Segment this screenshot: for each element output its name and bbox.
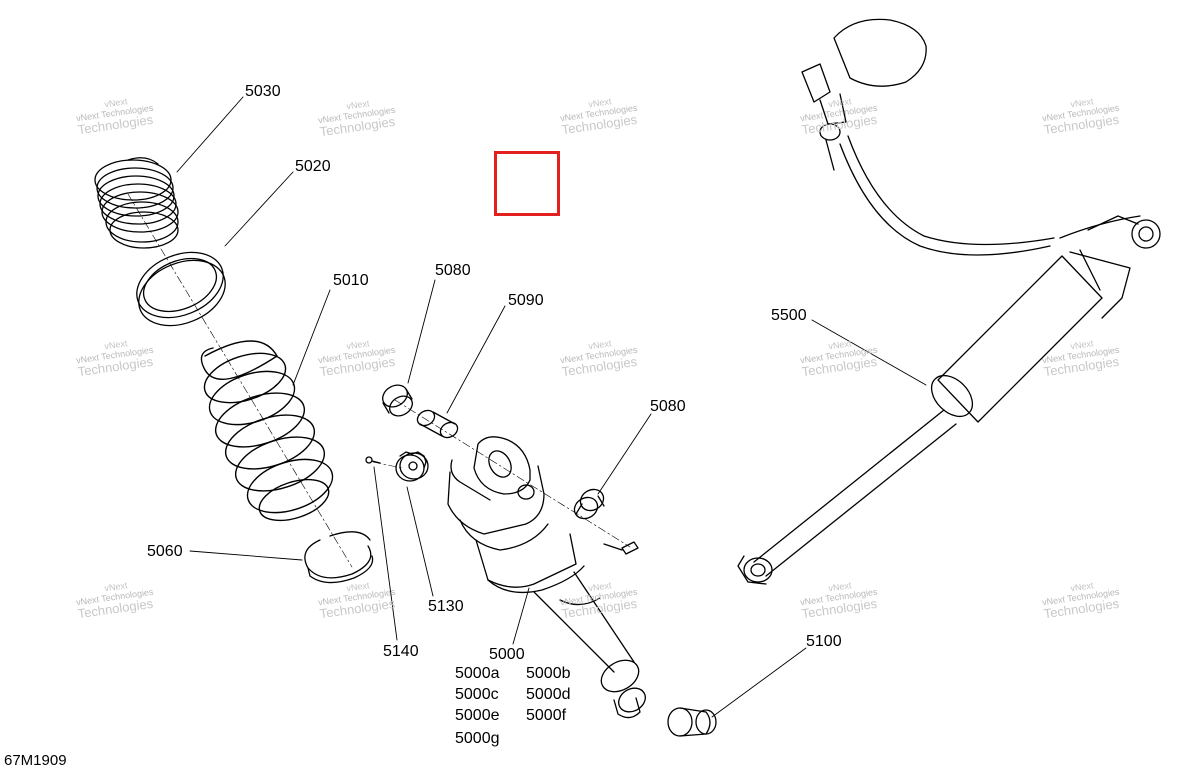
callout-5080-upper[interactable]: 5080 <box>435 262 471 279</box>
callout-5010[interactable]: 5010 <box>333 272 369 289</box>
callout-5130[interactable]: 5130 <box>428 598 464 615</box>
callout-5000g[interactable]: 5000g <box>455 730 500 747</box>
callout-5000e[interactable]: 5000e <box>455 707 500 724</box>
part-5010-spring <box>200 340 334 522</box>
part-5080-bushing-upper <box>382 384 413 417</box>
part-5030-cup <box>94 157 179 249</box>
part-5060-collar <box>304 531 374 584</box>
part-5020-retainer <box>136 251 226 327</box>
callout-5060[interactable]: 5060 <box>147 543 183 560</box>
callout-5020[interactable]: 5020 <box>295 158 331 175</box>
callout-5100[interactable]: 5100 <box>806 633 842 650</box>
callout-5000b[interactable]: 5000b <box>526 665 571 682</box>
part-bolt <box>603 541 639 555</box>
part-5080-bushing-right <box>573 488 605 520</box>
drawing-number: 67M1909 <box>4 752 67 769</box>
callout-5000c[interactable]: 5000c <box>455 686 499 703</box>
callout-5030[interactable]: 5030 <box>245 83 281 100</box>
callout-5080-right[interactable]: 5080 <box>650 398 686 415</box>
callout-5140[interactable]: 5140 <box>383 643 419 660</box>
callout-5000f[interactable]: 5000f <box>526 707 567 724</box>
callout-5000[interactable]: 5000 <box>489 646 525 663</box>
callout-5090[interactable]: 5090 <box>508 292 544 309</box>
highlight-marker <box>494 151 560 216</box>
part-5090-sleeve <box>416 409 459 439</box>
part-5140-screw <box>365 456 381 464</box>
part-5130-knob <box>395 451 429 482</box>
callout-5500[interactable]: 5500 <box>771 307 807 324</box>
leader-lines <box>176 96 927 718</box>
callout-5000a[interactable]: 5000a <box>455 665 500 682</box>
part-5100-bushing <box>667 707 717 737</box>
part-5500-shock <box>737 18 1161 585</box>
axis-lines <box>127 193 631 568</box>
callout-5000d[interactable]: 5000d <box>526 686 571 703</box>
part-5000-shock <box>447 436 646 719</box>
